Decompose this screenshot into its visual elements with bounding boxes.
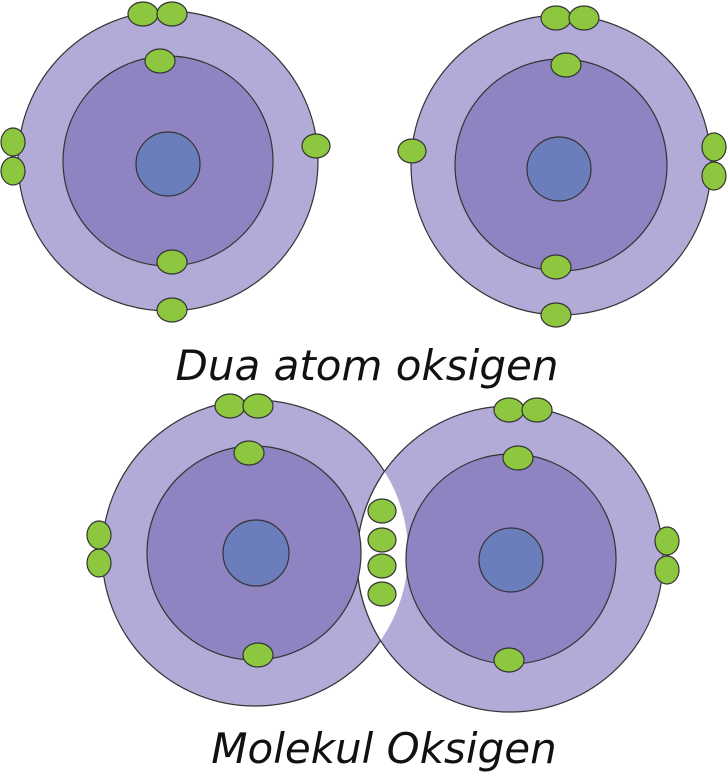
electron bbox=[301, 133, 331, 159]
electron bbox=[568, 5, 600, 31]
shared-electron bbox=[367, 553, 397, 579]
electron bbox=[654, 555, 680, 585]
electron bbox=[540, 254, 572, 280]
electron bbox=[156, 1, 188, 27]
electron bbox=[233, 440, 265, 466]
molecule bbox=[86, 393, 680, 713]
electron bbox=[540, 5, 572, 31]
nucleus bbox=[526, 136, 592, 202]
electron bbox=[156, 297, 188, 323]
electrons bbox=[397, 5, 727, 328]
shared-electrons bbox=[367, 498, 397, 607]
atom-top-left bbox=[0, 1, 331, 323]
atom-top-right bbox=[397, 5, 727, 328]
electron bbox=[701, 132, 727, 162]
electron bbox=[127, 1, 159, 27]
nucleus-left bbox=[222, 519, 290, 587]
nucleus bbox=[135, 131, 201, 197]
electron bbox=[242, 642, 274, 668]
electron bbox=[550, 52, 582, 78]
electrons-right-atom bbox=[493, 397, 680, 673]
electron bbox=[86, 548, 112, 578]
caption-bottom: Molekul Oksigen bbox=[211, 724, 556, 773]
electron bbox=[0, 127, 26, 157]
electrons-left-atom bbox=[86, 393, 274, 668]
electron bbox=[242, 393, 274, 419]
shared-electron bbox=[367, 498, 397, 524]
electron bbox=[701, 161, 727, 191]
electron bbox=[493, 397, 525, 423]
shared-electron bbox=[367, 527, 397, 553]
electron bbox=[493, 647, 525, 673]
electrons bbox=[0, 1, 331, 323]
electron bbox=[654, 526, 680, 556]
electron bbox=[397, 138, 427, 164]
electron bbox=[214, 393, 246, 419]
electron bbox=[86, 520, 112, 550]
caption-top: Dua atom oksigen bbox=[176, 341, 559, 390]
electron bbox=[521, 397, 553, 423]
electron bbox=[156, 249, 188, 275]
shared-electron bbox=[367, 581, 397, 607]
nucleus-right bbox=[478, 527, 544, 593]
electron bbox=[0, 156, 26, 186]
electron bbox=[540, 302, 572, 328]
electron bbox=[502, 445, 534, 471]
electron bbox=[144, 48, 176, 74]
